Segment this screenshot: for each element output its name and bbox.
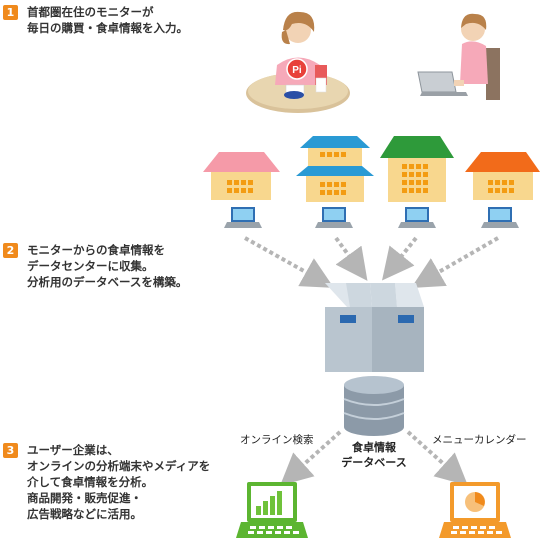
laptop-icon bbox=[398, 207, 436, 228]
step-1: 1 首都圏在住のモニターが 毎日の購買・食卓情報を入力。 bbox=[3, 4, 188, 36]
database-icon bbox=[343, 376, 405, 436]
laptop-icon bbox=[481, 207, 519, 228]
step-line: データセンターに収集。 bbox=[27, 259, 154, 273]
menu-calendar-label: メニューカレンダー bbox=[432, 434, 527, 446]
arrow-to-online-search bbox=[280, 430, 342, 486]
step-number-badge: 1 bbox=[3, 5, 18, 20]
step-number-badge: 3 bbox=[3, 443, 18, 458]
online-search-label: オンライン検索 bbox=[240, 434, 314, 446]
step-line: モニターからの食卓情報を bbox=[27, 243, 165, 257]
house-blue-icon bbox=[296, 136, 374, 202]
step-line: 広告戦略などに活用。 bbox=[27, 507, 142, 521]
pi-badge-text: Pi bbox=[292, 65, 302, 76]
step-2-text: モニターからの食卓情報を データセンターに収集。 分析用のデータベースを構築。 bbox=[27, 242, 187, 290]
arrow-to-datacenter bbox=[382, 236, 418, 281]
step-line: 商品開発・販売促進・ bbox=[27, 491, 142, 505]
laptop-bar-chart-icon bbox=[236, 482, 308, 538]
step-line: 分析用のデータベースを構築。 bbox=[27, 275, 188, 289]
step-1-text: 首都圏在住のモニターが 毎日の購買・食卓情報を入力。 bbox=[27, 4, 188, 36]
step-3-text: ユーザー企業は、 オンラインの分析端末やメディアを 介して食卓情報を分析。 商品… bbox=[27, 442, 210, 522]
database-label-line: データベース bbox=[341, 456, 407, 469]
house-pink-icon bbox=[203, 152, 280, 200]
step-line: 首都圏在住のモニターが bbox=[27, 5, 154, 19]
arrow-to-datacenter bbox=[244, 236, 334, 288]
step-3: 3 ユーザー企業は、 オンラインの分析端末やメディアを 介して食卓情報を分析。 … bbox=[3, 442, 210, 522]
arrow-to-datacenter bbox=[411, 236, 499, 288]
step-2: 2 モニターからの食卓情報を データセンターに収集。 分析用のデータベースを構築… bbox=[3, 242, 187, 290]
database-label-line: 食卓情報 bbox=[352, 441, 396, 454]
step-number-badge: 2 bbox=[3, 243, 18, 258]
arrow-to-menu-calendar bbox=[406, 430, 468, 486]
step-line: ユーザー企業は、 bbox=[27, 443, 119, 457]
laptop-icon bbox=[315, 207, 353, 228]
laptop-pie-chart-icon bbox=[439, 482, 511, 538]
step-line: オンラインの分析端末やメディアを bbox=[27, 459, 211, 473]
step-line: 毎日の購買・食卓情報を入力。 bbox=[27, 21, 188, 35]
pi-badge-icon: Pi bbox=[286, 58, 308, 80]
database-label: 食卓情報 データベース bbox=[332, 440, 416, 470]
laptop-icon bbox=[224, 207, 262, 228]
step-line: 介して食卓情報を分析。 bbox=[27, 475, 154, 489]
house-green-icon bbox=[380, 136, 454, 202]
data-center-server-icon bbox=[325, 283, 424, 372]
arrow-to-datacenter bbox=[334, 236, 368, 281]
house-orange-icon bbox=[465, 152, 540, 200]
monitor-woman-laptop-illustration bbox=[417, 13, 500, 100]
